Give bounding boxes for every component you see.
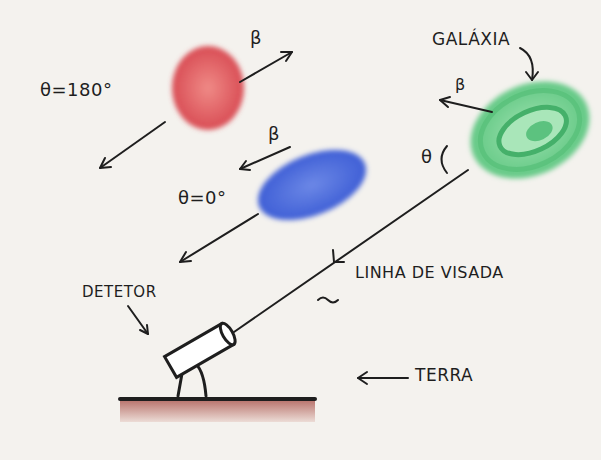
telescope (165, 321, 238, 396)
arrow-head (100, 158, 111, 168)
telescope-aperture (217, 321, 238, 347)
arrow-head (526, 72, 538, 80)
tick-mark (333, 250, 344, 262)
ground-line (120, 397, 315, 401)
velocity-arrow (240, 147, 290, 169)
direction-arrow (180, 214, 258, 262)
angle-label: θ=180° (40, 80, 112, 100)
galaxy-core (523, 117, 556, 145)
arrow-head (281, 52, 292, 61)
arrow-head (440, 97, 450, 107)
galaxy-ring (468, 75, 593, 184)
velocity-symbol: β (268, 124, 280, 144)
blue-blob (248, 136, 376, 234)
arrow-head (140, 325, 148, 334)
angle-arc (442, 146, 448, 173)
pointer-arrow (520, 48, 533, 80)
squiggle (318, 298, 338, 303)
velocity-symbol: β (250, 28, 262, 48)
blue-galaxy (248, 136, 376, 234)
tripod-leg (196, 364, 206, 396)
line-label: LINHA DE VISADA (355, 264, 504, 282)
direction-arrow (100, 122, 165, 168)
red-galaxy (172, 46, 244, 130)
object-label: TERRA (415, 366, 473, 385)
pointer-arrow (128, 306, 148, 334)
arrow-head (358, 372, 367, 384)
arrow-head (240, 161, 250, 170)
angle-symbol: θ (421, 147, 433, 167)
line-of-sight (234, 170, 468, 332)
velocity-arrow (240, 52, 292, 82)
object-label: DETETOR (82, 284, 157, 301)
galaxy-halo (455, 63, 601, 197)
green-galaxy (455, 63, 601, 197)
arrow-head (180, 252, 191, 262)
object-label: GALÁXIA (432, 30, 510, 49)
velocity-symbol: β (455, 76, 466, 94)
pointer-arrow (358, 377, 408, 379)
ground-soil (120, 400, 315, 422)
galaxy-arm (492, 98, 574, 165)
angle-label: θ=0° (178, 188, 227, 208)
